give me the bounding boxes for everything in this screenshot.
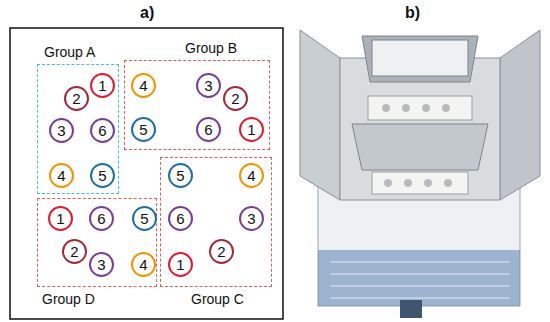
circle-number: 3	[57, 123, 65, 138]
numbered-circle: 5	[168, 163, 193, 188]
numbered-circle: 4	[131, 252, 156, 277]
group-region: Group C546321	[160, 157, 272, 287]
circle-number: 6	[97, 211, 105, 226]
numbered-circle: 1	[48, 206, 73, 231]
circle-number: 5	[98, 168, 106, 183]
circle-number: 1	[56, 211, 64, 226]
circle-number: 4	[57, 168, 65, 183]
circle-number: 2	[70, 244, 78, 259]
group-label: Group A	[44, 44, 95, 60]
numbered-circle: 3	[239, 206, 264, 231]
circle-number: 4	[139, 78, 147, 93]
numbered-circle: 2	[64, 86, 89, 111]
numbered-circle: 4	[131, 73, 156, 98]
circle-number: 2	[72, 91, 80, 106]
numbered-circle: 6	[168, 206, 193, 231]
numbered-circle: 2	[62, 239, 87, 264]
circle-number: 6	[98, 123, 106, 138]
circle-number: 1	[247, 122, 255, 137]
group-region: Group B432561	[124, 60, 270, 150]
numbered-circle: 2	[223, 86, 248, 111]
circle-number: 3	[204, 78, 212, 93]
circle-number: 5	[176, 168, 184, 183]
numbered-circle: 3	[89, 252, 114, 277]
numbered-circle: 6	[89, 206, 114, 231]
circle-number: 3	[247, 211, 255, 226]
panel-label: b)	[405, 4, 420, 22]
circle-number: 4	[139, 257, 147, 272]
group-region: Group D165234	[37, 198, 157, 287]
numbered-circle: 5	[131, 117, 156, 142]
numbered-circle: 2	[209, 239, 234, 264]
circle-number: 3	[97, 257, 105, 272]
numbered-circle: 6	[196, 117, 221, 142]
circle-number: 1	[176, 257, 184, 272]
circle-number: 6	[204, 122, 212, 137]
circle-number: 1	[98, 78, 106, 93]
circle-number: 5	[139, 122, 147, 137]
group-region: Group A123645	[37, 64, 119, 194]
numbered-circle: 6	[90, 118, 115, 143]
circle-number: 2	[217, 244, 225, 259]
numbered-circle: 4	[49, 163, 74, 188]
group-label: Group D	[42, 291, 95, 307]
numbered-circle: 4	[239, 163, 264, 188]
numbered-circle: 1	[239, 117, 264, 142]
numbered-circle: 1	[168, 252, 193, 277]
numbered-circle: 3	[196, 73, 221, 98]
numbered-circle: 5	[90, 163, 115, 188]
circle-number: 2	[231, 91, 239, 106]
numbered-circle: 3	[49, 118, 74, 143]
numbered-circle: 5	[132, 206, 157, 231]
group-label: Group C	[191, 291, 244, 307]
panel-label: a)	[140, 4, 154, 22]
numbered-circle: 1	[90, 73, 115, 98]
device-photo	[300, 30, 540, 318]
circle-number: 4	[247, 168, 255, 183]
group-label: Group B	[185, 40, 237, 56]
circle-number: 6	[176, 211, 184, 226]
circle-number: 5	[140, 211, 148, 226]
panel-frame	[10, 28, 283, 319]
